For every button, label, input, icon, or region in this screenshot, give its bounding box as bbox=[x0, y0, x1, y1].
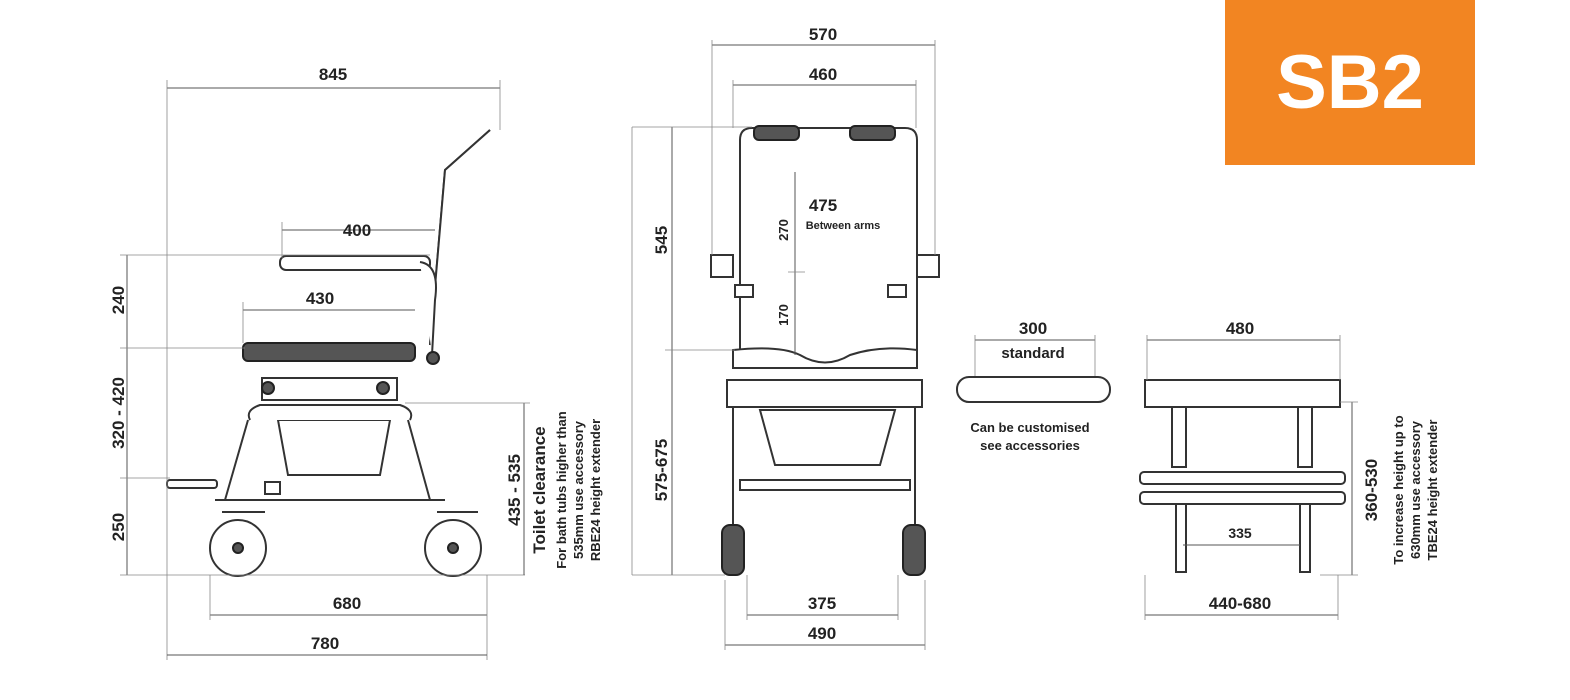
dim-lower-height: 575-675 bbox=[652, 439, 671, 501]
dim-back-height: 240 bbox=[109, 286, 128, 314]
dim-base-width: 440-680 bbox=[1209, 594, 1271, 613]
side-note-line-3: RBE24 height extender bbox=[588, 419, 603, 561]
dim-base-height: 360-530 bbox=[1362, 459, 1381, 521]
seat-panel-standard-label: standard bbox=[1001, 345, 1064, 362]
model-name: SB2 bbox=[1276, 40, 1424, 125]
seat-panel: 300 standard Can be customised see acces… bbox=[956, 319, 1111, 453]
base-note-line-3: TBE24 height extender bbox=[1425, 420, 1440, 561]
dim-upper-height: 545 bbox=[652, 226, 671, 254]
dim-between-arms: 475 bbox=[809, 196, 837, 215]
dim-inner-width: 460 bbox=[809, 65, 837, 84]
dim-arm-height: 170 bbox=[776, 304, 791, 326]
side-view-chair bbox=[166, 129, 491, 577]
dim-wheelbase: 680 bbox=[333, 594, 361, 613]
dim-toilet-clearance: 435 - 535 bbox=[505, 454, 524, 526]
dim-base-inner-width: 335 bbox=[1228, 525, 1252, 541]
base-view-dimensions: 480 335 440-680 360-530 To increase heig… bbox=[1144, 319, 1440, 620]
seat-panel-note-line-1: Can be customised bbox=[970, 420, 1089, 435]
seat-panel-note-line-2: see accessories bbox=[980, 438, 1080, 453]
dim-overall-length: 845 bbox=[319, 65, 347, 84]
front-view-chair bbox=[710, 125, 940, 576]
side-view-dimensions: 845 400 430 240 320 - 420 250 435 - 535 … bbox=[109, 65, 603, 660]
side-note-line-2: 535mm use accessory bbox=[571, 420, 586, 559]
base-note-line-2: 630mm use accessory bbox=[1408, 420, 1423, 559]
dim-wheel-track-outer: 490 bbox=[808, 624, 836, 643]
dim-overall-base: 780 bbox=[311, 634, 339, 653]
dim-wheel-track-inner: 375 bbox=[808, 594, 836, 613]
front-view-dimensions: 570 460 545 575-675 475 Between arms 270… bbox=[631, 25, 936, 650]
dim-base-top-width: 480 bbox=[1226, 319, 1254, 338]
base-note-line-1: To increase height up to bbox=[1391, 415, 1406, 564]
toilet-clearance-label: Toilet clearance bbox=[530, 426, 549, 553]
dim-seat-height: 320 - 420 bbox=[109, 377, 128, 449]
model-badge: SB2 bbox=[1225, 0, 1475, 165]
dim-arm-length: 400 bbox=[343, 221, 371, 240]
dim-seat-panel-width: 300 bbox=[1019, 319, 1047, 338]
dim-overall-width: 570 bbox=[809, 25, 837, 44]
base-view-frame bbox=[1139, 379, 1346, 573]
between-arms-label: Between arms bbox=[806, 220, 881, 232]
dim-seat-depth: 430 bbox=[306, 289, 334, 308]
side-note-line-1: For bath tubs higher than bbox=[554, 411, 569, 568]
dim-base-height: 250 bbox=[109, 513, 128, 541]
dim-back-height-front: 270 bbox=[776, 219, 791, 241]
